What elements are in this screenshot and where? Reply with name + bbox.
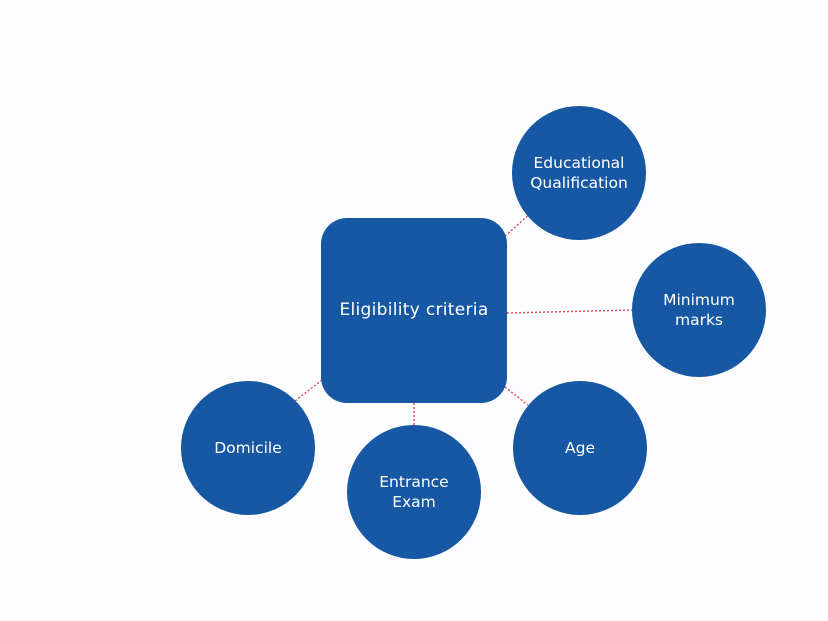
eligibility-criteria-label: Eligibility criteria — [339, 300, 489, 321]
minimum-marks-label: Minimum marks — [663, 290, 735, 330]
age-label: Age — [565, 438, 595, 458]
domicile-label-line1: Domicile — [214, 438, 282, 457]
eligibility-criteria-node: Eligibility criteria — [321, 218, 507, 403]
educational-qualification-label-line1: Educational — [533, 153, 625, 172]
age-node: Age — [513, 381, 647, 515]
minimum-marks-label-line2: marks — [674, 311, 724, 329]
educational-qualification-node: Educational Qualification — [512, 106, 646, 240]
domicile-label: Domicile — [214, 438, 282, 458]
connector-minimum-marks — [506, 309, 634, 314]
connector-age — [504, 386, 529, 406]
entrance-exam-node: Entrance Exam — [347, 425, 481, 559]
age-label-line1: Age — [565, 438, 595, 457]
educational-qualification-label: Educational Qualification — [530, 153, 628, 193]
minimum-marks-label-line1: Minimum — [663, 290, 735, 309]
entrance-exam-label: Entrance Exam — [379, 472, 448, 512]
educational-qualification-label-line2: Qualification — [530, 174, 628, 192]
connector-educational-qualification — [504, 213, 531, 237]
domicile-node: Domicile — [181, 381, 315, 515]
minimum-marks-node: Minimum marks — [632, 243, 766, 377]
entrance-exam-label-line1: Entrance — [379, 472, 449, 491]
entrance-exam-label-line2: Exam — [392, 493, 436, 511]
connector-domicile — [294, 379, 323, 402]
